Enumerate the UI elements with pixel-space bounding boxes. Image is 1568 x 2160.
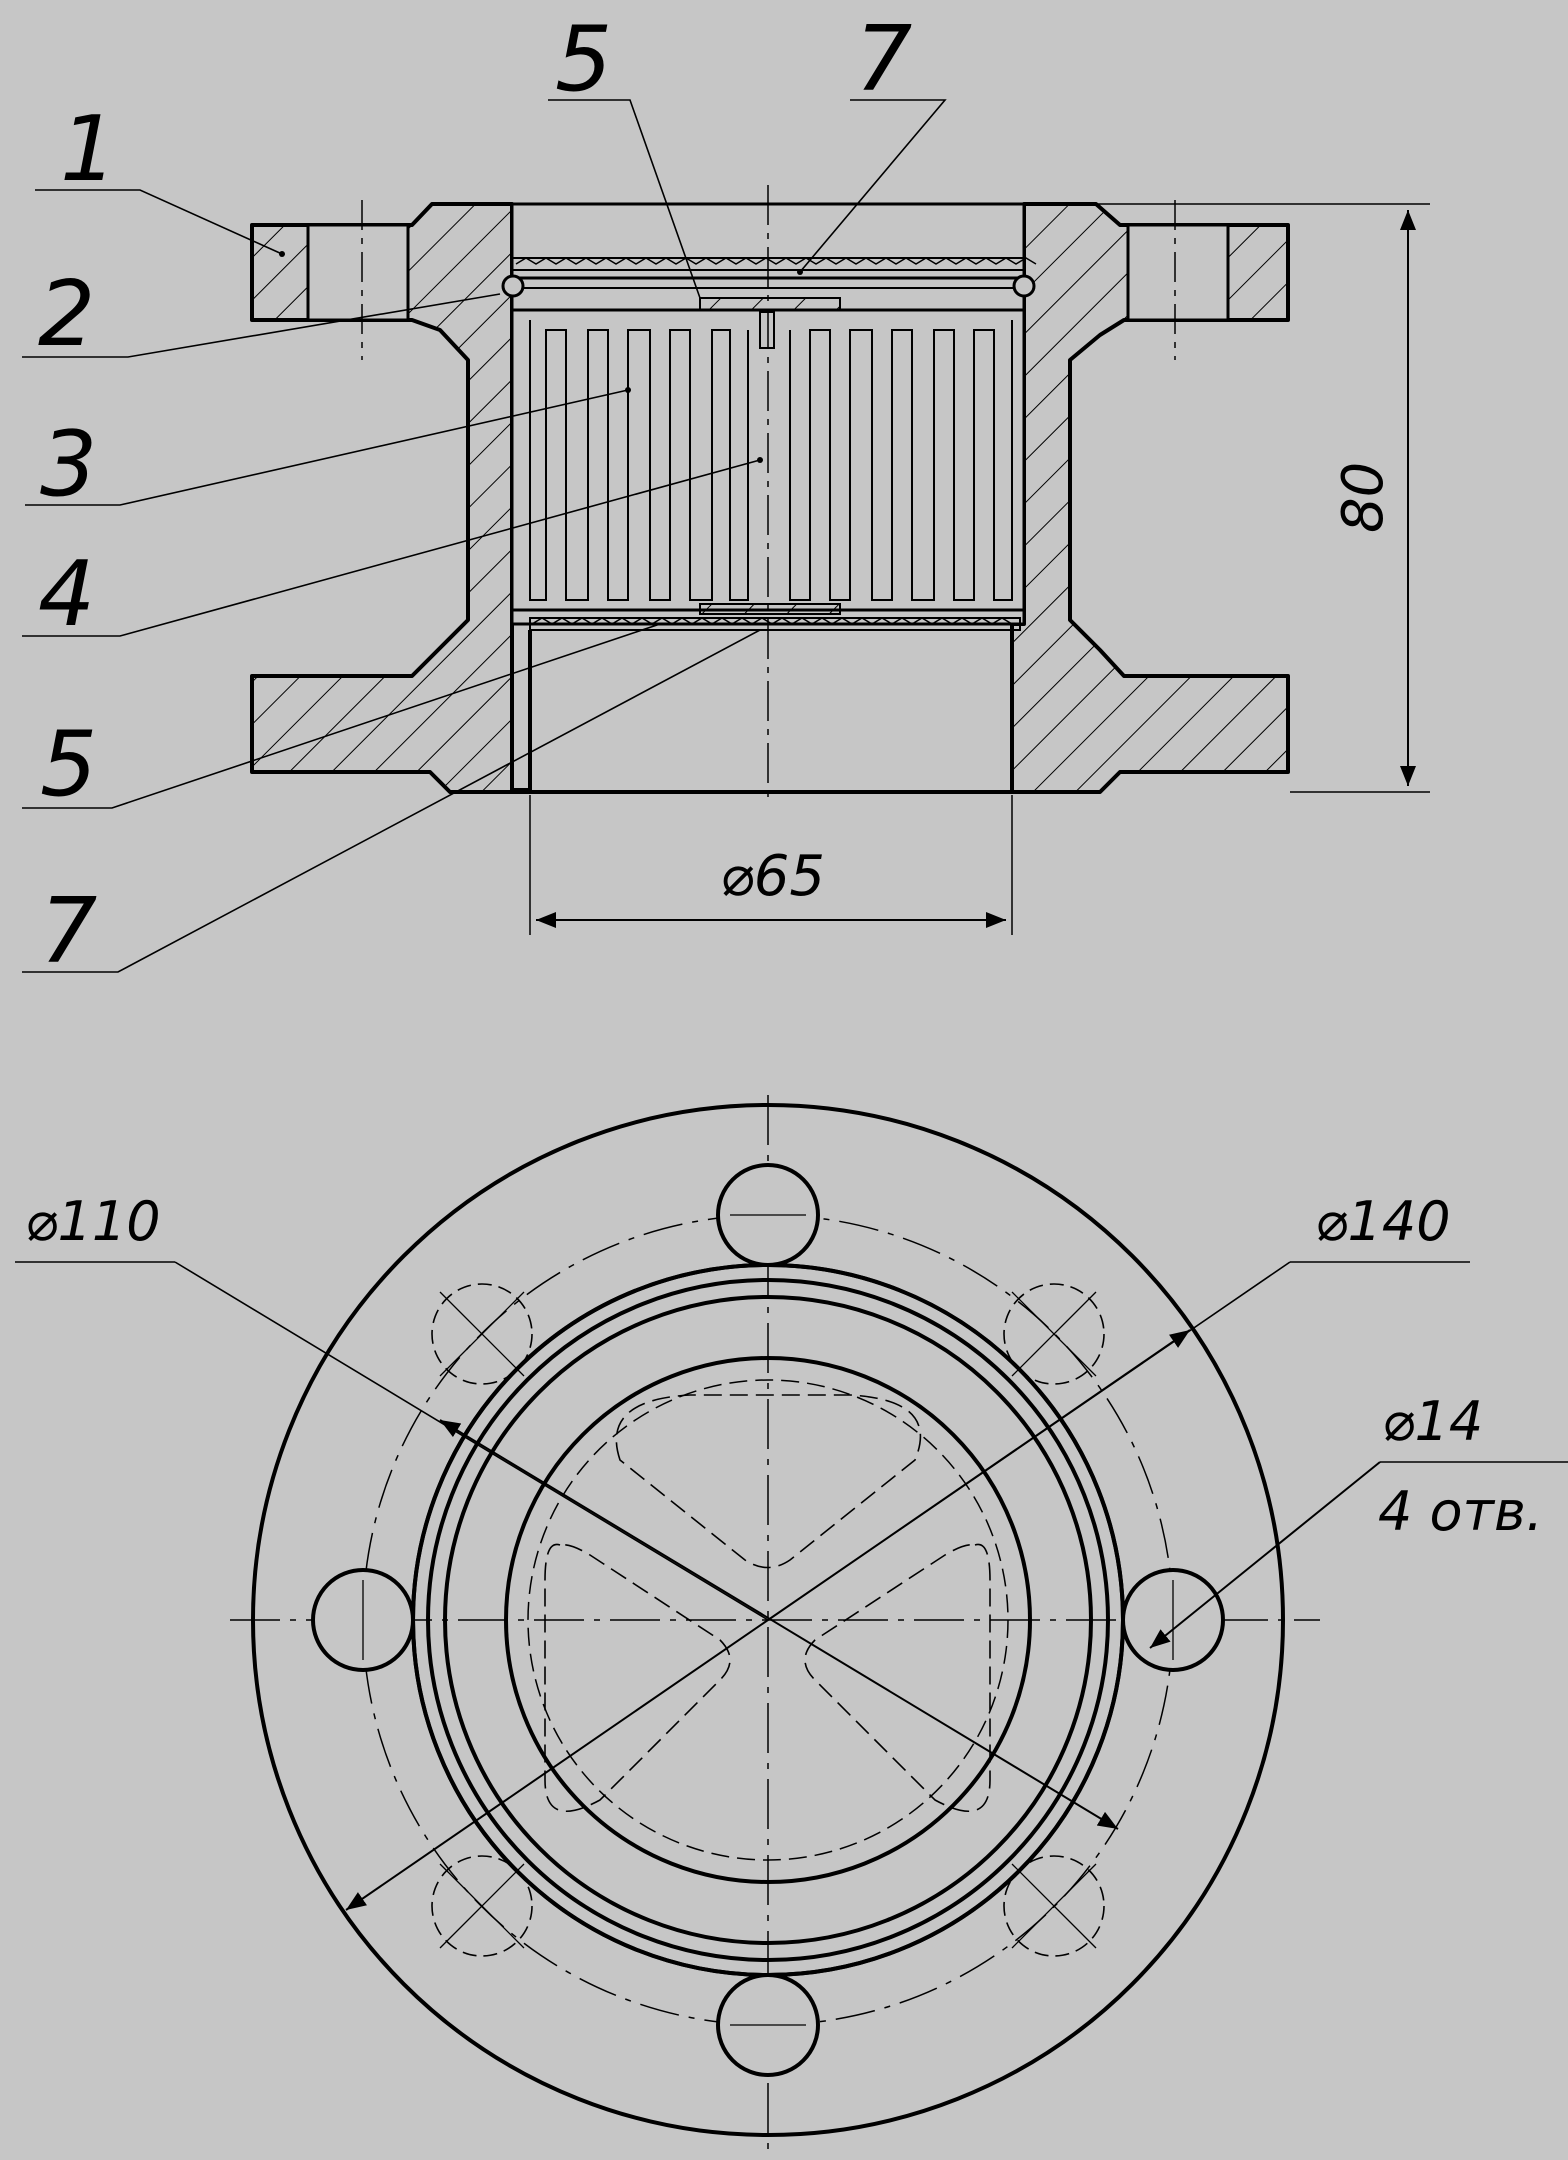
o-ring-left [501,274,525,298]
mesh-bottom-pattern [531,617,1013,625]
dim-inner: ⌀110 [25,1190,161,1253]
callout-7-bottom: 7 [40,879,97,984]
key-slot [759,311,775,349]
flange-outer [251,1103,1285,2137]
callout-5-top: 5 [555,7,612,112]
callout-3: 3 [40,412,97,517]
callout-4: 4 [38,542,95,647]
callout-2: 2 [38,262,95,367]
section-view: 80 ⌀65 1 2 3 4 5 7 5 7 [22,7,1430,984]
dim-hole: ⌀14 [1382,1390,1483,1453]
spacer-ring-bottom [699,603,841,615]
dim-height: 80 [1331,462,1396,533]
callout-leaders [22,99,947,973]
dim-hole-count: 4 отв. [1378,1480,1543,1543]
mesh-top-pattern [515,257,1037,265]
spacer-ring-top [699,297,841,311]
plan-view: ⌀110 ⌀140 ⌀14 4 отв. [15,1095,1568,2150]
dim-bore: ⌀65 [720,844,825,909]
bolt-hole-right-section [1126,223,1230,322]
callout-7-top: 7 [855,7,912,112]
pleats [529,320,1013,601]
o-ring-right [1012,274,1036,298]
callout-5-bottom: 5 [40,712,97,817]
bolt-hole-left-section [306,223,410,322]
dim-outer: ⌀140 [1315,1190,1451,1253]
mesh-bottom [529,617,1021,631]
callout-1: 1 [60,97,117,202]
